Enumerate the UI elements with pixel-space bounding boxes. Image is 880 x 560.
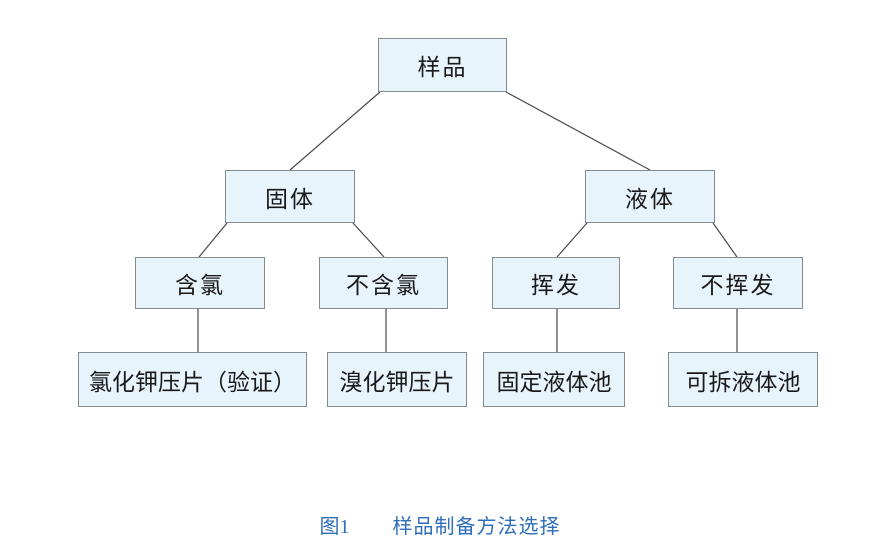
edge-sample-solid xyxy=(289,91,381,171)
edge-liquid-volatile xyxy=(556,222,588,258)
edge-solid-chlorinated xyxy=(198,222,228,258)
node-liquid: 液体 xyxy=(585,170,715,223)
node-sample: 样品 xyxy=(378,38,507,92)
node-demountable-liquid-cell: 可拆液体池 xyxy=(668,352,818,407)
node-chlorinated: 含氯 xyxy=(135,257,265,309)
node-fixed-liquid-cell: 固定液体池 xyxy=(483,352,625,407)
edge-sample-liquid xyxy=(505,91,651,171)
node-non-chlorinated: 不含氯 xyxy=(319,257,448,309)
figure-caption-number: 图1 xyxy=(319,516,350,538)
edge-solid-non-chlorinated xyxy=(352,222,385,258)
node-kbr-pellet: 溴化钾压片 xyxy=(327,352,467,407)
figure-caption: 图1 样品制备方法选择 xyxy=(0,510,880,539)
node-kcl-pellet: 氯化钾压片（验证） xyxy=(78,352,307,407)
node-non-volatile: 不挥发 xyxy=(673,257,803,309)
node-solid: 固体 xyxy=(225,170,355,223)
edge-liquid-non-volatile xyxy=(712,222,738,258)
figure-caption-title: 样品制备方法选择 xyxy=(392,516,561,538)
node-volatile: 挥发 xyxy=(492,257,620,309)
